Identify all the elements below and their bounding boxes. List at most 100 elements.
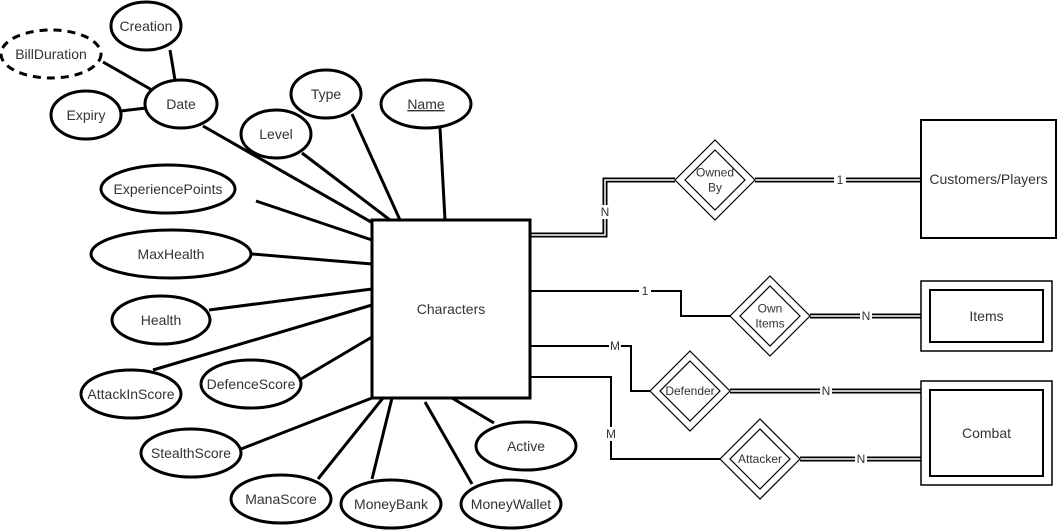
cardinality-label: 1 [642, 284, 649, 298]
attribute-line-billduration [102, 60, 153, 92]
attribute-ellipse [0, 28, 103, 80]
entity-combat[interactable]: Combat [920, 380, 1053, 486]
connector-characters-defender [531, 345, 650, 392]
entity-items[interactable]: Items [920, 280, 1053, 352]
entity-label: Characters [417, 301, 485, 317]
attribute-active[interactable]: Active [474, 420, 578, 472]
cardinality-owned_by-customers: 1 [834, 173, 846, 187]
relationship-label: Attacker [738, 452, 782, 466]
attribute-label: StealthScore [151, 445, 231, 461]
attribute-line-name [438, 127, 447, 221]
relationship-defender[interactable]: Defender [649, 350, 731, 432]
attribute-line-moneybank [370, 397, 394, 480]
attribute-ellipse [143, 78, 219, 130]
relationship-label: Items [755, 317, 784, 331]
attribute-line-health [208, 287, 373, 312]
cardinality-characters-defender: M [609, 339, 621, 353]
cardinality-attacker-combat: N [855, 452, 867, 466]
cardinality-bg [639, 284, 651, 298]
attribute-ellipse [339, 478, 443, 530]
attribute-ellipse [379, 78, 473, 130]
attribute-health[interactable]: Health [110, 294, 212, 346]
attribute-ellipse [474, 420, 578, 472]
attribute-experiencepoints[interactable]: ExperiencePoints [99, 163, 237, 215]
cardinality-label: N [862, 309, 871, 323]
attribute-connector-lines [102, 49, 495, 485]
attribute-line-moneywallet [423, 401, 474, 485]
attribute-name[interactable]: Name [379, 78, 473, 130]
attribute-line-maxhealth [251, 252, 373, 266]
attribute-maxhealth[interactable]: MaxHealth [89, 228, 253, 280]
attribute-line-level [301, 151, 391, 222]
cardinality-bg [834, 173, 846, 187]
attribute-ellipse [239, 108, 313, 160]
attribute-ellipse [289, 68, 363, 120]
attribute-label: Creation [120, 18, 173, 34]
attribute-ellipse [49, 89, 123, 141]
attribute-label: Name [407, 96, 445, 112]
attribute-ellipse [139, 427, 243, 479]
attribute-line-active [451, 396, 495, 425]
cardinality-label: M [610, 339, 620, 353]
attribute-label: ExperiencePoints [114, 181, 223, 197]
attribute-label: Level [259, 126, 292, 142]
relationship-inner-diamond [729, 428, 791, 490]
attribute-ellipse [79, 368, 183, 420]
attribute-label: Health [141, 312, 181, 328]
attribute-moneybank[interactable]: MoneyBank [339, 478, 443, 530]
entity-inner-border [929, 389, 1044, 477]
attribute-label: BillDuration [15, 46, 87, 62]
relationship-inner-diamond [739, 285, 801, 347]
attribute-type[interactable]: Type [289, 68, 363, 120]
attribute-line-attackinscore [152, 303, 373, 372]
entity-characters[interactable]: Characters [370, 218, 532, 400]
entity-label: Items [969, 308, 1003, 324]
entity-border [920, 119, 1057, 239]
relationship-label: Defender [665, 384, 714, 398]
attribute-ellipse [199, 358, 303, 410]
connector-characters-ownitems [531, 290, 730, 317]
attribute-label: Active [507, 438, 545, 454]
relationship-attacker[interactable]: Attacker [719, 418, 801, 500]
entity-label: Combat [962, 425, 1011, 441]
attribute-expiry[interactable]: Expiry [49, 89, 123, 141]
cardinality-bg [609, 339, 621, 353]
attribute-ellipse [110, 294, 212, 346]
relationship-label: Owned [696, 166, 734, 180]
attribute-label: MoneyBank [354, 496, 429, 512]
attribute-label: Expiry [67, 107, 106, 123]
attribute-line-stealthscore [240, 396, 373, 451]
relationship-label: Own [758, 302, 783, 316]
relationship-label: By [708, 181, 722, 195]
attribute-defencescore[interactable]: DefenceScore [199, 358, 303, 410]
attribute-ellipse [459, 478, 563, 530]
attribute-label: ManaScore [245, 491, 317, 507]
attribute-stealthscore[interactable]: StealthScore [139, 427, 243, 479]
attribute-moneywallet[interactable]: MoneyWallet [459, 478, 563, 530]
attribute-creation[interactable]: Creation [109, 0, 183, 52]
cardinality-label: N [822, 384, 831, 398]
attribute-line-creation [168, 49, 177, 81]
attribute-line-defencescore [300, 335, 373, 381]
cardinality-characters-owned_by: N [599, 205, 611, 219]
attribute-ellipse [89, 228, 253, 280]
cardinality-label: N [857, 452, 866, 466]
attribute-line-manascore [316, 397, 385, 480]
entity-customers[interactable]: Customers/Players [920, 119, 1057, 239]
cardinality-characters-own_items: 1 [639, 284, 651, 298]
attribute-date[interactable]: Date [143, 78, 219, 130]
attribute-label: DefenceScore [207, 376, 296, 392]
connector-characters-attacker [531, 376, 720, 460]
attribute-level[interactable]: Level [239, 108, 313, 160]
relationship-inner-diamond [684, 149, 746, 211]
attribute-ellipse [229, 473, 333, 525]
attribute-attackinscore[interactable]: AttackInScore [79, 368, 183, 420]
attribute-ellipse [99, 163, 237, 215]
cardinality-defender-combat: N [820, 384, 832, 398]
attribute-manascore[interactable]: ManaScore [229, 473, 333, 525]
attribute-billduration[interactable]: BillDuration [0, 28, 103, 80]
